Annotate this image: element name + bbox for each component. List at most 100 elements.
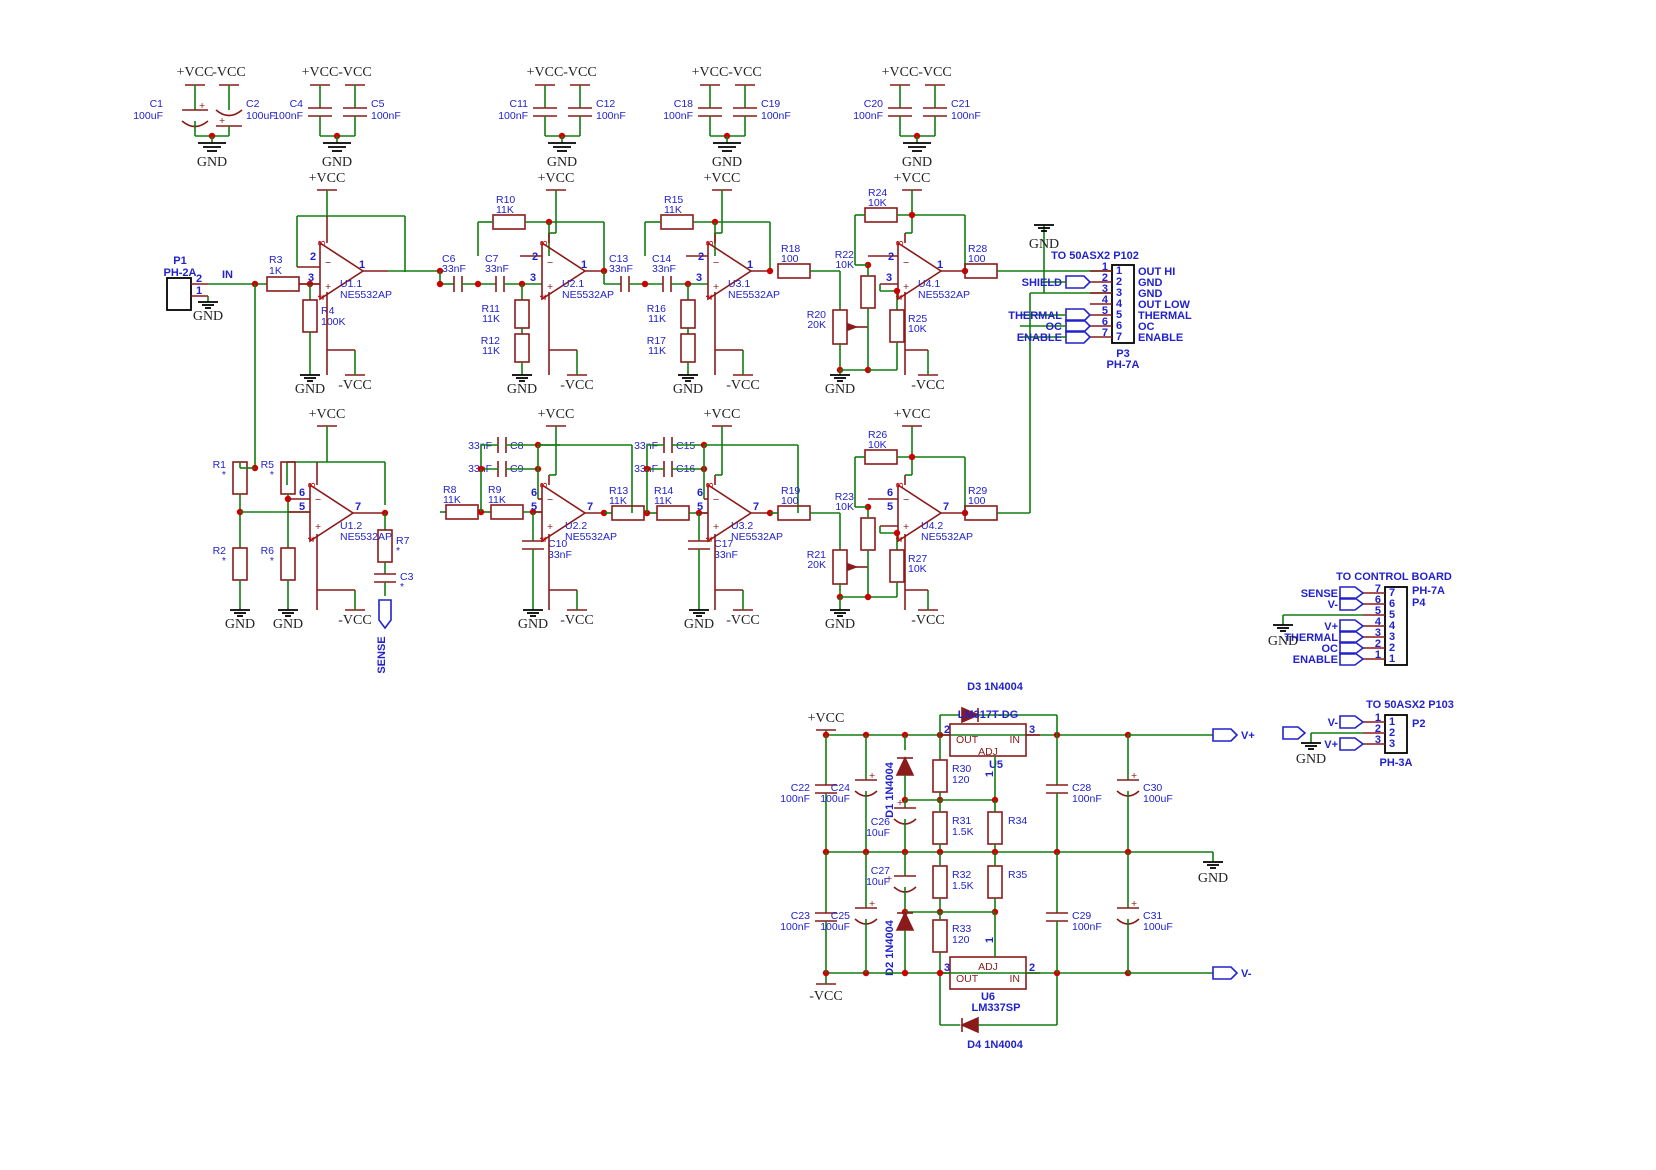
p2-ref: P2 — [1412, 718, 1425, 730]
u4-1-part: NE5532AP — [918, 289, 970, 301]
r8-value: 11K — [443, 494, 461, 506]
opamp-plus: + — [903, 281, 909, 293]
gnd-label: GND — [1029, 237, 1059, 252]
u6-pinnum-in: 2 — [1029, 962, 1035, 974]
u1-1-pin-vp: 8 — [317, 240, 328, 246]
p4-pinnum-left-5: 5 — [1375, 605, 1381, 617]
c1-ref: C1 — [150, 98, 164, 110]
u2-1-ref: U2.1 — [562, 278, 584, 290]
r14-ref: R14 — [654, 485, 673, 497]
r2-ref: R2 — [213, 545, 227, 557]
u4-2-pin-inv: 6 — [887, 487, 893, 499]
u3-1-pin-vn: 4 — [705, 294, 716, 300]
connector-p2[interactable]: TO 50ASX2 P103 P2 1 2 3 1 2 3 V- V+ GND … — [1296, 699, 1454, 769]
r5-value: * — [270, 469, 274, 481]
r6-ref: R6 — [261, 545, 275, 557]
p3-ref: P3 — [1116, 348, 1129, 360]
c20-value: 100nF — [853, 110, 883, 122]
c21-value: 100nF — [951, 110, 981, 122]
c17-ref: C17 — [714, 538, 733, 550]
c6-value: 33nF — [442, 263, 466, 275]
r32-value: 1.5K — [952, 880, 974, 892]
net-label-vcc-neg: -VCC — [560, 613, 593, 628]
r20-ref: R20 — [807, 309, 826, 321]
gnd-label: GND — [1296, 752, 1326, 767]
sense-net-label: SENSE — [376, 636, 388, 673]
r34-ref: R34 — [1008, 815, 1027, 827]
u3-2-pin-nin: 5 — [697, 501, 703, 513]
u3-1-part: NE5532AP — [728, 289, 780, 301]
p3-label-5: THERMAL — [1138, 310, 1192, 322]
c30-ref: C30 — [1143, 782, 1162, 794]
stage-u1-1: +VCC R3 1K R4 100K GND − + 2 3 1 8 4 U1.… — [245, 171, 444, 468]
u6-pin-out-label: OUT — [956, 973, 979, 985]
r7-value: * — [396, 545, 400, 557]
u6-ref: U6 — [981, 991, 995, 1003]
net-label-vcc-neg: -VCC — [728, 65, 761, 80]
r33-value: 120 — [952, 934, 970, 946]
decoupling-group-5: +VCC -VCC C20 100nF C21 100nF GND — [853, 65, 981, 170]
u3-2-part: NE5532AP — [731, 531, 783, 543]
u4-2-ref: U4.2 — [921, 520, 943, 532]
c4-value: 100nF — [273, 110, 303, 122]
u2-2-pin-nin: 5 — [531, 501, 537, 513]
u1-2-part: NE5532AP — [340, 531, 392, 543]
r1-value: * — [222, 469, 226, 481]
net-label-vcc-neg: -VCC — [809, 989, 842, 1004]
c12-value: 100nF — [596, 110, 626, 122]
net-label-vcc-neg: -VCC — [563, 65, 596, 80]
p3-part: PH-7A — [1106, 359, 1139, 371]
net-label-vcc-neg: -VCC — [911, 378, 944, 393]
connector-p4[interactable]: TO CONTROL BOARD PH-7A P4 7 6 5 4 3 2 1 … — [1268, 571, 1452, 666]
p3-pinnum-left-6: 6 — [1102, 316, 1108, 328]
u2-2-pin-out: 7 — [587, 501, 593, 513]
c5-value: 100nF — [371, 110, 401, 122]
p3-label-1: OUT HI — [1138, 266, 1175, 278]
net-label-vcc-neg: -VCC — [338, 378, 371, 393]
connector-p3[interactable]: TO 50ASX2 P102 1 2 3 4 5 6 7 1 2 3 4 5 6… — [1008, 224, 1192, 371]
p3-pinnum-left-3: 3 — [1102, 283, 1108, 295]
p3-pinnum-3: 3 — [1116, 287, 1122, 299]
r21-value: 20K — [807, 559, 826, 571]
c20-ref: C20 — [864, 98, 883, 110]
p2-part: PH-3A — [1379, 757, 1412, 769]
u1-1-pin-nin: 3 — [308, 272, 314, 284]
p4-pinnum-2: 2 — [1389, 642, 1395, 654]
net-label-vcc-pos: +VCC — [527, 65, 564, 80]
u6-pin-in-label: IN — [1010, 973, 1021, 985]
connector-p1[interactable]: P1 PH-2A 2 1 IN GND — [163, 255, 245, 324]
r31-ref: R31 — [952, 815, 971, 827]
gnd-label: GND — [684, 617, 714, 632]
u1-2-pin-out: 7 — [355, 501, 361, 513]
net-label-vcc-neg: -VCC — [726, 613, 759, 628]
p3-pinnum-1: 1 — [1116, 265, 1122, 277]
r35-ref: R35 — [1008, 869, 1027, 881]
p4-pinnum-4: 4 — [1389, 620, 1396, 632]
u5-pinnum-in: 3 — [1029, 724, 1035, 736]
gnd-label: GND — [518, 617, 548, 632]
u3-1-ref: U3.1 — [728, 278, 750, 290]
u5-ref: U5 — [989, 759, 1003, 771]
shield-label: SHIELD — [1022, 277, 1062, 289]
c25-polarity: + — [869, 898, 875, 910]
stage-u3-2: +VCC 33nF C15 33nF C16 R13 11K R14 11K C… — [604, 407, 799, 632]
p2-pinnum-left-2: 2 — [1375, 723, 1381, 735]
u1-2-ref: U1.2 — [340, 520, 362, 532]
u6-part: LM337SP — [972, 1002, 1021, 1014]
opamp-plus: + — [315, 521, 321, 533]
net-label-vcc-pos: +VCC — [894, 171, 931, 186]
c1-polarity: + — [199, 100, 205, 112]
decoupling-group-4: +VCC -VCC C18 100nF C19 100nF GND — [663, 65, 791, 170]
p3-pinnum-2: 2 — [1116, 276, 1122, 288]
r32-ref: R32 — [952, 869, 971, 881]
net-label-vcc-pos: +VCC — [538, 171, 575, 186]
r15-ref: R15 — [664, 194, 683, 206]
opamp-minus: − — [903, 494, 909, 506]
r8-ref: R8 — [443, 484, 457, 496]
u3-2-pin-vn: 4 — [705, 536, 716, 542]
u1-2-pin-nin: 5 — [299, 501, 305, 513]
r23-ref: R23 — [835, 491, 854, 503]
c10-value: 33nF — [548, 549, 572, 561]
r7-ref: R7 — [396, 535, 410, 547]
c26-value: 10uF — [866, 827, 890, 839]
